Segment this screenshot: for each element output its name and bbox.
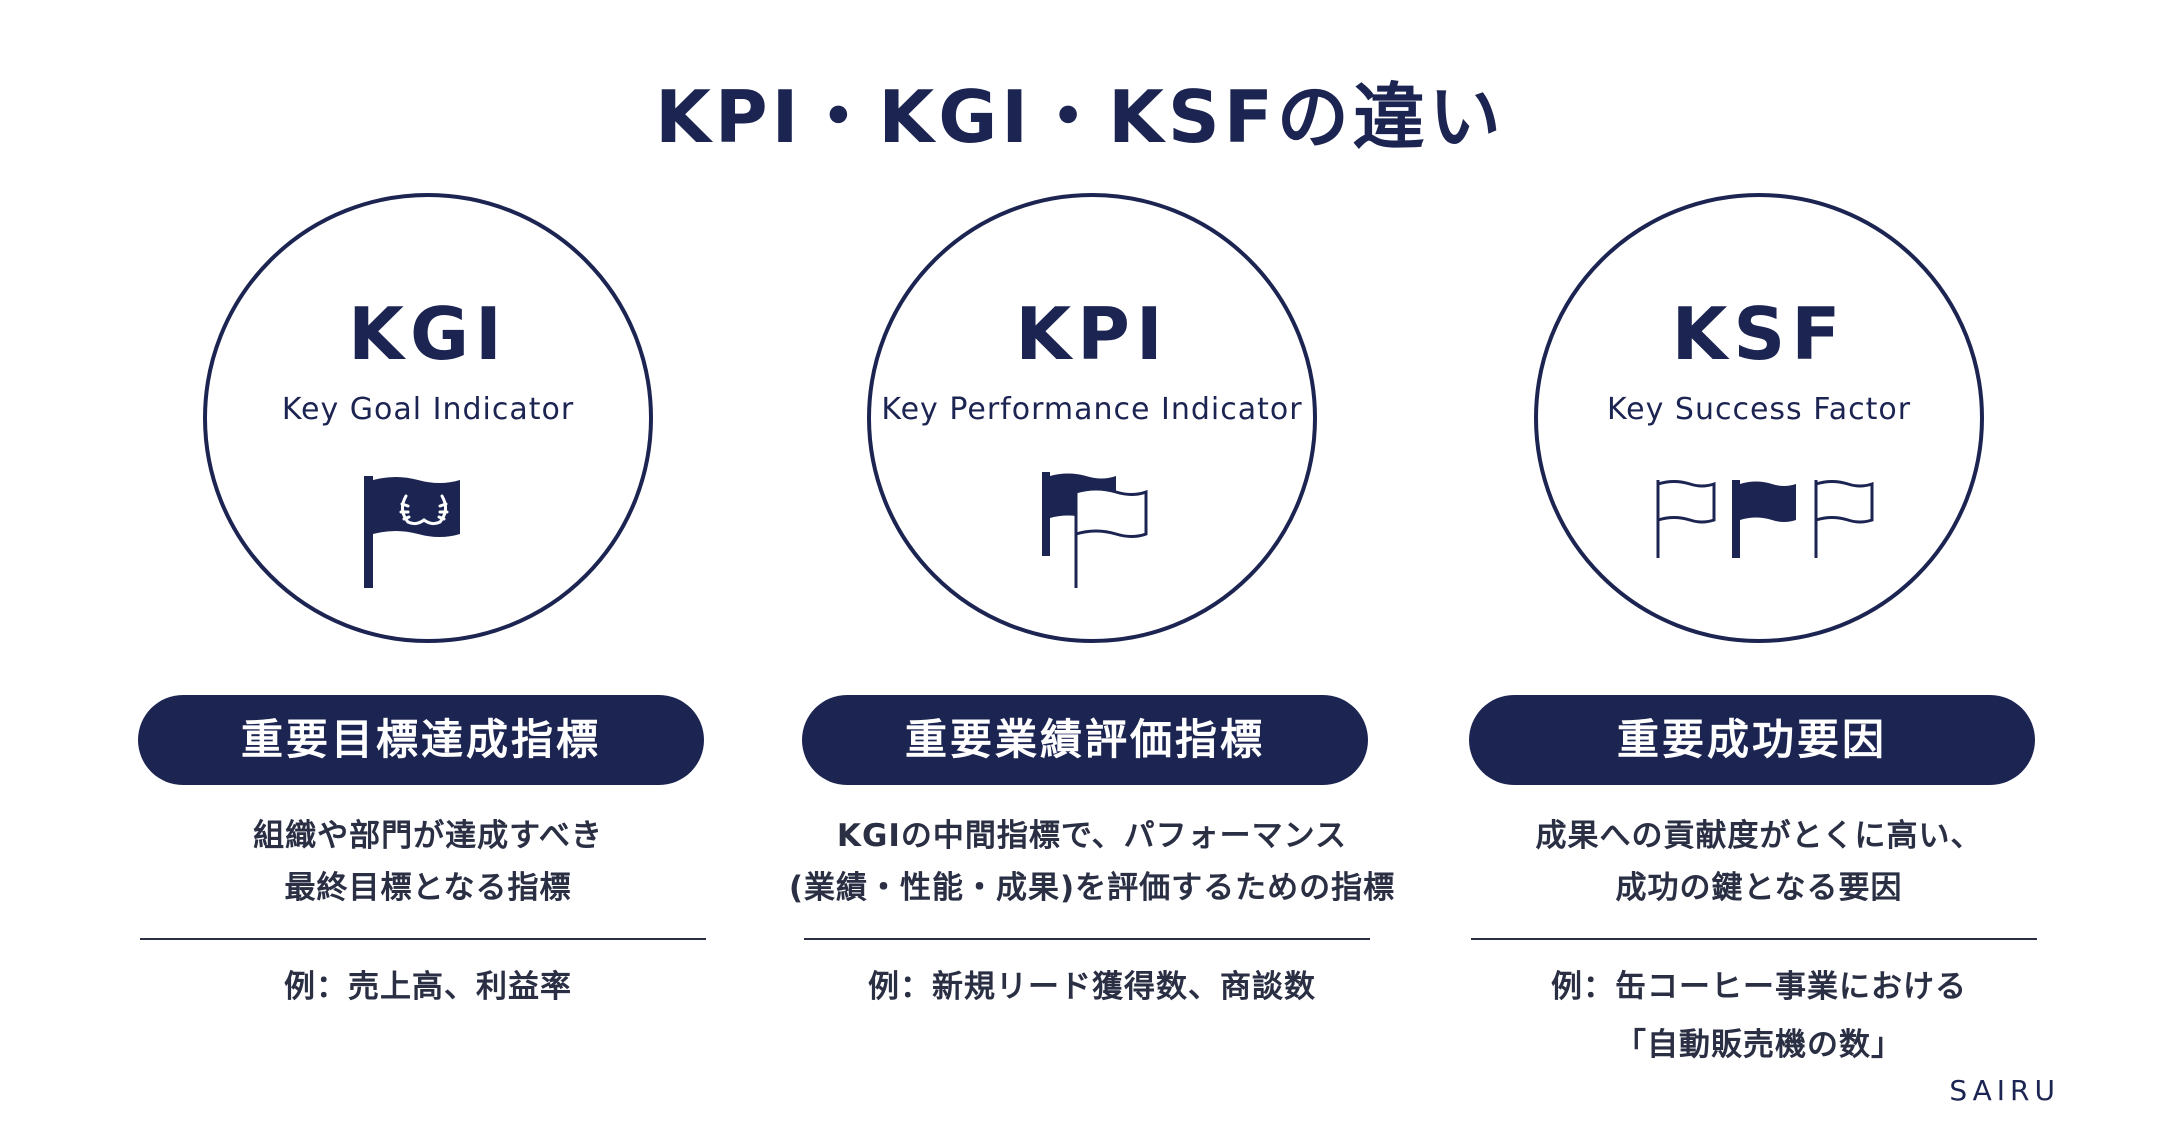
kgi-description-line: 最終目標となる指標 [284, 870, 572, 906]
kgi-label-pill: 重要目標達成指標 [138, 695, 704, 785]
kgi-column: KGI Key Goal Indicator 重要目標達成指標 組織や部門が達成… [138, 0, 718, 1134]
ksf-description-line: 成果への貢献度がとくに高い、 [1535, 818, 1983, 854]
kpi-circle [867, 193, 1317, 643]
ksf-example-line: 例：缶コーヒー事業における [1551, 969, 1967, 1005]
kgi-description: 組織や部門が達成すべき 最終目標となる指標 [98, 810, 758, 914]
sairu-logo: SAIRU [1949, 1074, 2060, 1107]
ksf-abbr: KSF [1671, 292, 1847, 376]
ksf-example-line: 「自動販売機の数」 [1615, 1027, 1903, 1063]
kpi-abbr: KPI [1015, 292, 1169, 376]
kpi-description-line: KGIの中間指標で、パフォーマンス [836, 818, 1348, 854]
kgi-example-line: 例：売上高、利益率 [284, 969, 572, 1005]
ksf-circle [1534, 193, 1984, 643]
kpi-description: KGIの中間指標で、パフォーマンス (業績・性能・成果)を評価するための指標 [762, 810, 1422, 914]
three-flags-icon [1656, 480, 1874, 558]
kgi-fullname: Key Goal Indicator [281, 392, 575, 427]
kpi-example: 例：新規リード獲得数、商談数 [782, 958, 1402, 1016]
kpi-label-pill: 重要業績評価指標 [802, 695, 1368, 785]
kpi-divider [804, 938, 1370, 940]
ksf-fullname: Key Success Factor [1606, 392, 1912, 427]
kgi-description-line: 組織や部門が達成すべき [253, 818, 603, 854]
ksf-column: KSF Key Success Factor 重要成功要因 成果への貢献度がとく… [1469, 0, 2049, 1134]
kpi-example-line: 例：新規リード獲得数、商談数 [868, 969, 1316, 1005]
ksf-description-line: 成功の鍵となる要因 [1615, 870, 1903, 906]
kgi-divider [140, 938, 706, 940]
kpi-description-line: (業績・性能・成果)を評価するための指標 [788, 870, 1396, 906]
laurel-flag-icon [364, 476, 460, 588]
kpi-fullname: Key Performance Indicator [881, 392, 1303, 427]
page-title: KPI・KGI・KSFの違い [655, 75, 1505, 159]
ksf-example: 例：缶コーヒー事業における 「自動販売機の数」 [1449, 958, 2069, 1074]
kgi-abbr: KGI [348, 292, 508, 376]
kgi-example: 例：売上高、利益率 [118, 958, 738, 1016]
two-flags-icon [1042, 472, 1148, 588]
kpi-column: KPI Key Performance Indicator 重要業績評価指標 K… [789, 0, 1394, 1134]
ksf-description: 成果への貢献度がとくに高い、 成功の鍵となる要因 [1429, 810, 2089, 914]
ksf-divider [1471, 938, 2037, 940]
kgi-circle [203, 193, 653, 643]
ksf-label-pill: 重要成功要因 [1469, 695, 2035, 785]
